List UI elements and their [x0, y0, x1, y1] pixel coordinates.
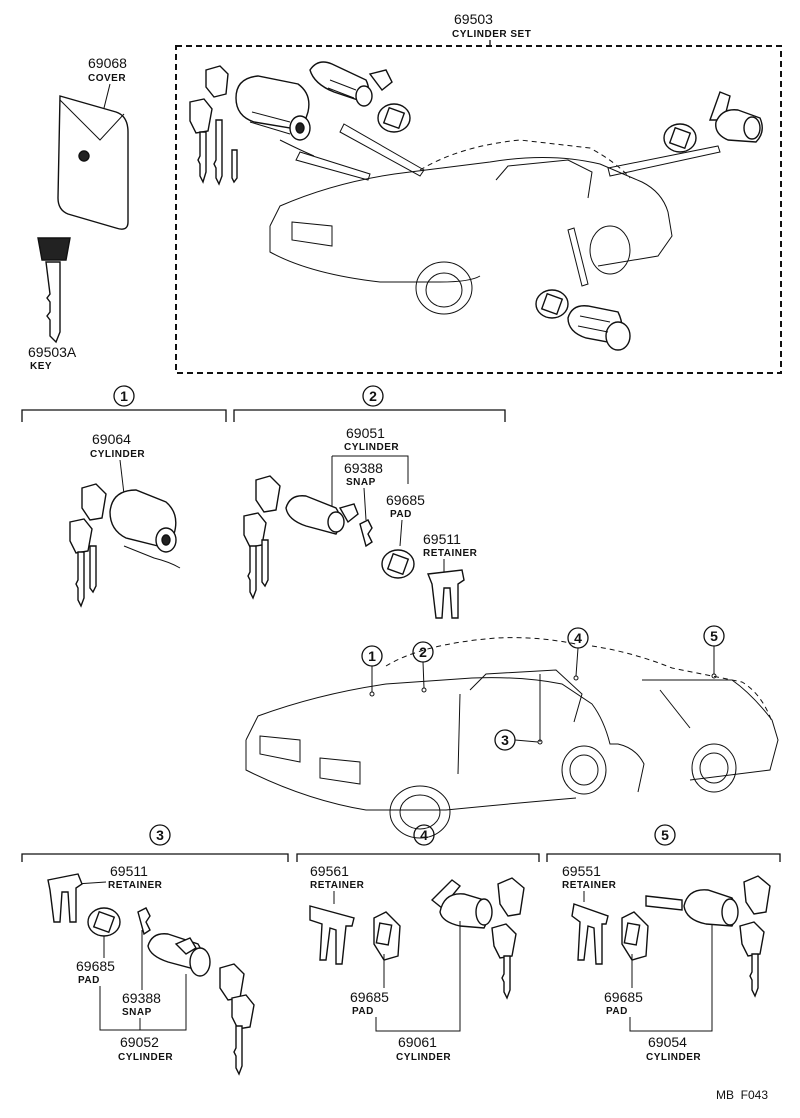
car-marker-4: 4: [567, 627, 589, 677]
section3-pad-name: PAD: [78, 975, 100, 986]
section2-parts-illustration: [243, 475, 465, 619]
cover-part-no: 69068: [88, 55, 127, 71]
key-part-no: 69503A: [28, 344, 77, 360]
section4-leaders: [375, 921, 461, 1032]
cylinder-set-part-no: 69503: [454, 11, 493, 27]
svg-text:2: 2: [369, 388, 377, 404]
svg-text:3: 3: [501, 732, 509, 748]
section3-snap-name: SNAP: [122, 1007, 152, 1018]
section3-pad-part-no: 69685: [76, 958, 115, 974]
set-ignition-cylinder-illustration: [235, 75, 315, 157]
set-pad-illustration: [377, 103, 411, 133]
set-trunk-cylinder-illustration: [663, 91, 763, 153]
section1-bracket: [21, 409, 227, 422]
section3-marker: 3: [149, 824, 171, 846]
section5-leaders: [629, 925, 713, 1032]
cover-name: COVER: [88, 73, 126, 84]
section4-marker: 4: [413, 824, 435, 846]
section5-cylinder-part-no: 69054: [648, 1034, 687, 1050]
section4-cylinder-name: CYLINDER: [396, 1052, 451, 1063]
car-marker-3: 3: [494, 729, 539, 751]
section4-pad-name: PAD: [352, 1006, 374, 1017]
section2-cylinder-leader: [331, 455, 409, 512]
section3-cylinder-name: CYLINDER: [118, 1052, 173, 1063]
section4-parts-illustration: [309, 877, 525, 1000]
set-door-cylinder-illustration: [309, 61, 393, 107]
cylinder-set-name: CYLINDER SET: [452, 29, 531, 40]
section4-cylinder-part-no: 69061: [398, 1034, 437, 1050]
car-marker-2: 2: [412, 641, 434, 689]
set-car-illustration: [269, 139, 673, 315]
svg-text:1: 1: [120, 388, 128, 404]
section4-retainer-part-no: 69561: [310, 863, 349, 879]
section3-retainer-part-no: 69511: [110, 863, 148, 879]
section5-retainer-name: RETAINER: [562, 880, 617, 891]
svg-text:3: 3: [156, 827, 164, 843]
car-marker-1: 1: [361, 645, 383, 692]
section3-leaders: [99, 930, 187, 1031]
set-arrows: [295, 123, 721, 287]
section2-pad-part-no: 69685: [386, 492, 425, 508]
section2-retainer-name: RETAINER: [423, 548, 478, 559]
section2-cylinder-part-no: 69051: [346, 425, 385, 441]
section2-snap-name: SNAP: [346, 477, 376, 488]
section1-leader: [119, 459, 125, 495]
svg-text:4: 4: [574, 630, 582, 646]
section4-retainer-name: RETAINER: [310, 880, 365, 891]
key-name: KEY: [30, 361, 52, 372]
cylinder-set-box: [175, 45, 782, 374]
svg-text:5: 5: [710, 628, 718, 644]
car-marker-5: 5: [703, 625, 725, 674]
svg-text:5: 5: [661, 827, 669, 843]
section1-cylinder-illustration: [69, 483, 181, 608]
section3-parts-illustration: [47, 873, 255, 1076]
cover-leader: [103, 83, 111, 109]
section1-marker: 1: [113, 385, 135, 407]
section3-bracket: [21, 853, 289, 862]
cover-illustration: [57, 95, 129, 230]
section5-cylinder-name: CYLINDER: [646, 1052, 701, 1063]
section5-pad-part-no: 69685: [604, 989, 643, 1005]
section3-retainer-name: RETAINER: [108, 880, 163, 891]
section5-pad-name: PAD: [606, 1006, 628, 1017]
section1-cylinder-name: CYLINDER: [90, 449, 145, 460]
section5-retainer-part-no: 69551: [562, 863, 601, 879]
section5-bracket: [546, 853, 781, 862]
section2-cylinder-name: CYLINDER: [344, 442, 399, 453]
section2-pad-name: PAD: [390, 509, 412, 520]
section2-retainer-part-no: 69511: [423, 531, 461, 547]
section5-parts-illustration: [571, 875, 771, 998]
svg-text:4: 4: [420, 827, 428, 843]
section2-marker: 2: [362, 385, 384, 407]
section2-snap-part-no: 69388: [344, 460, 383, 476]
section4-pad-part-no: 69685: [350, 989, 389, 1005]
section3-snap-part-no: 69388: [122, 990, 161, 1006]
set-door-cylinder-lower-illustration: [535, 289, 631, 351]
svg-text:1: 1: [368, 648, 376, 664]
diagram-code: MB F043: [716, 1088, 768, 1102]
svg-text:2: 2: [419, 644, 427, 660]
section2-pad-leader: [399, 519, 403, 547]
section2-bracket: [233, 409, 506, 422]
main-car-illustration: [245, 637, 779, 839]
set-keys-illustration: [189, 65, 238, 186]
section5-marker: 5: [654, 824, 676, 846]
section2-snap-leader: [363, 487, 367, 521]
section4-bracket: [296, 853, 540, 862]
section3-cylinder-part-no: 69052: [120, 1034, 159, 1050]
key-illustration: [37, 237, 71, 344]
section1-cylinder-part-no: 69064: [92, 431, 131, 447]
